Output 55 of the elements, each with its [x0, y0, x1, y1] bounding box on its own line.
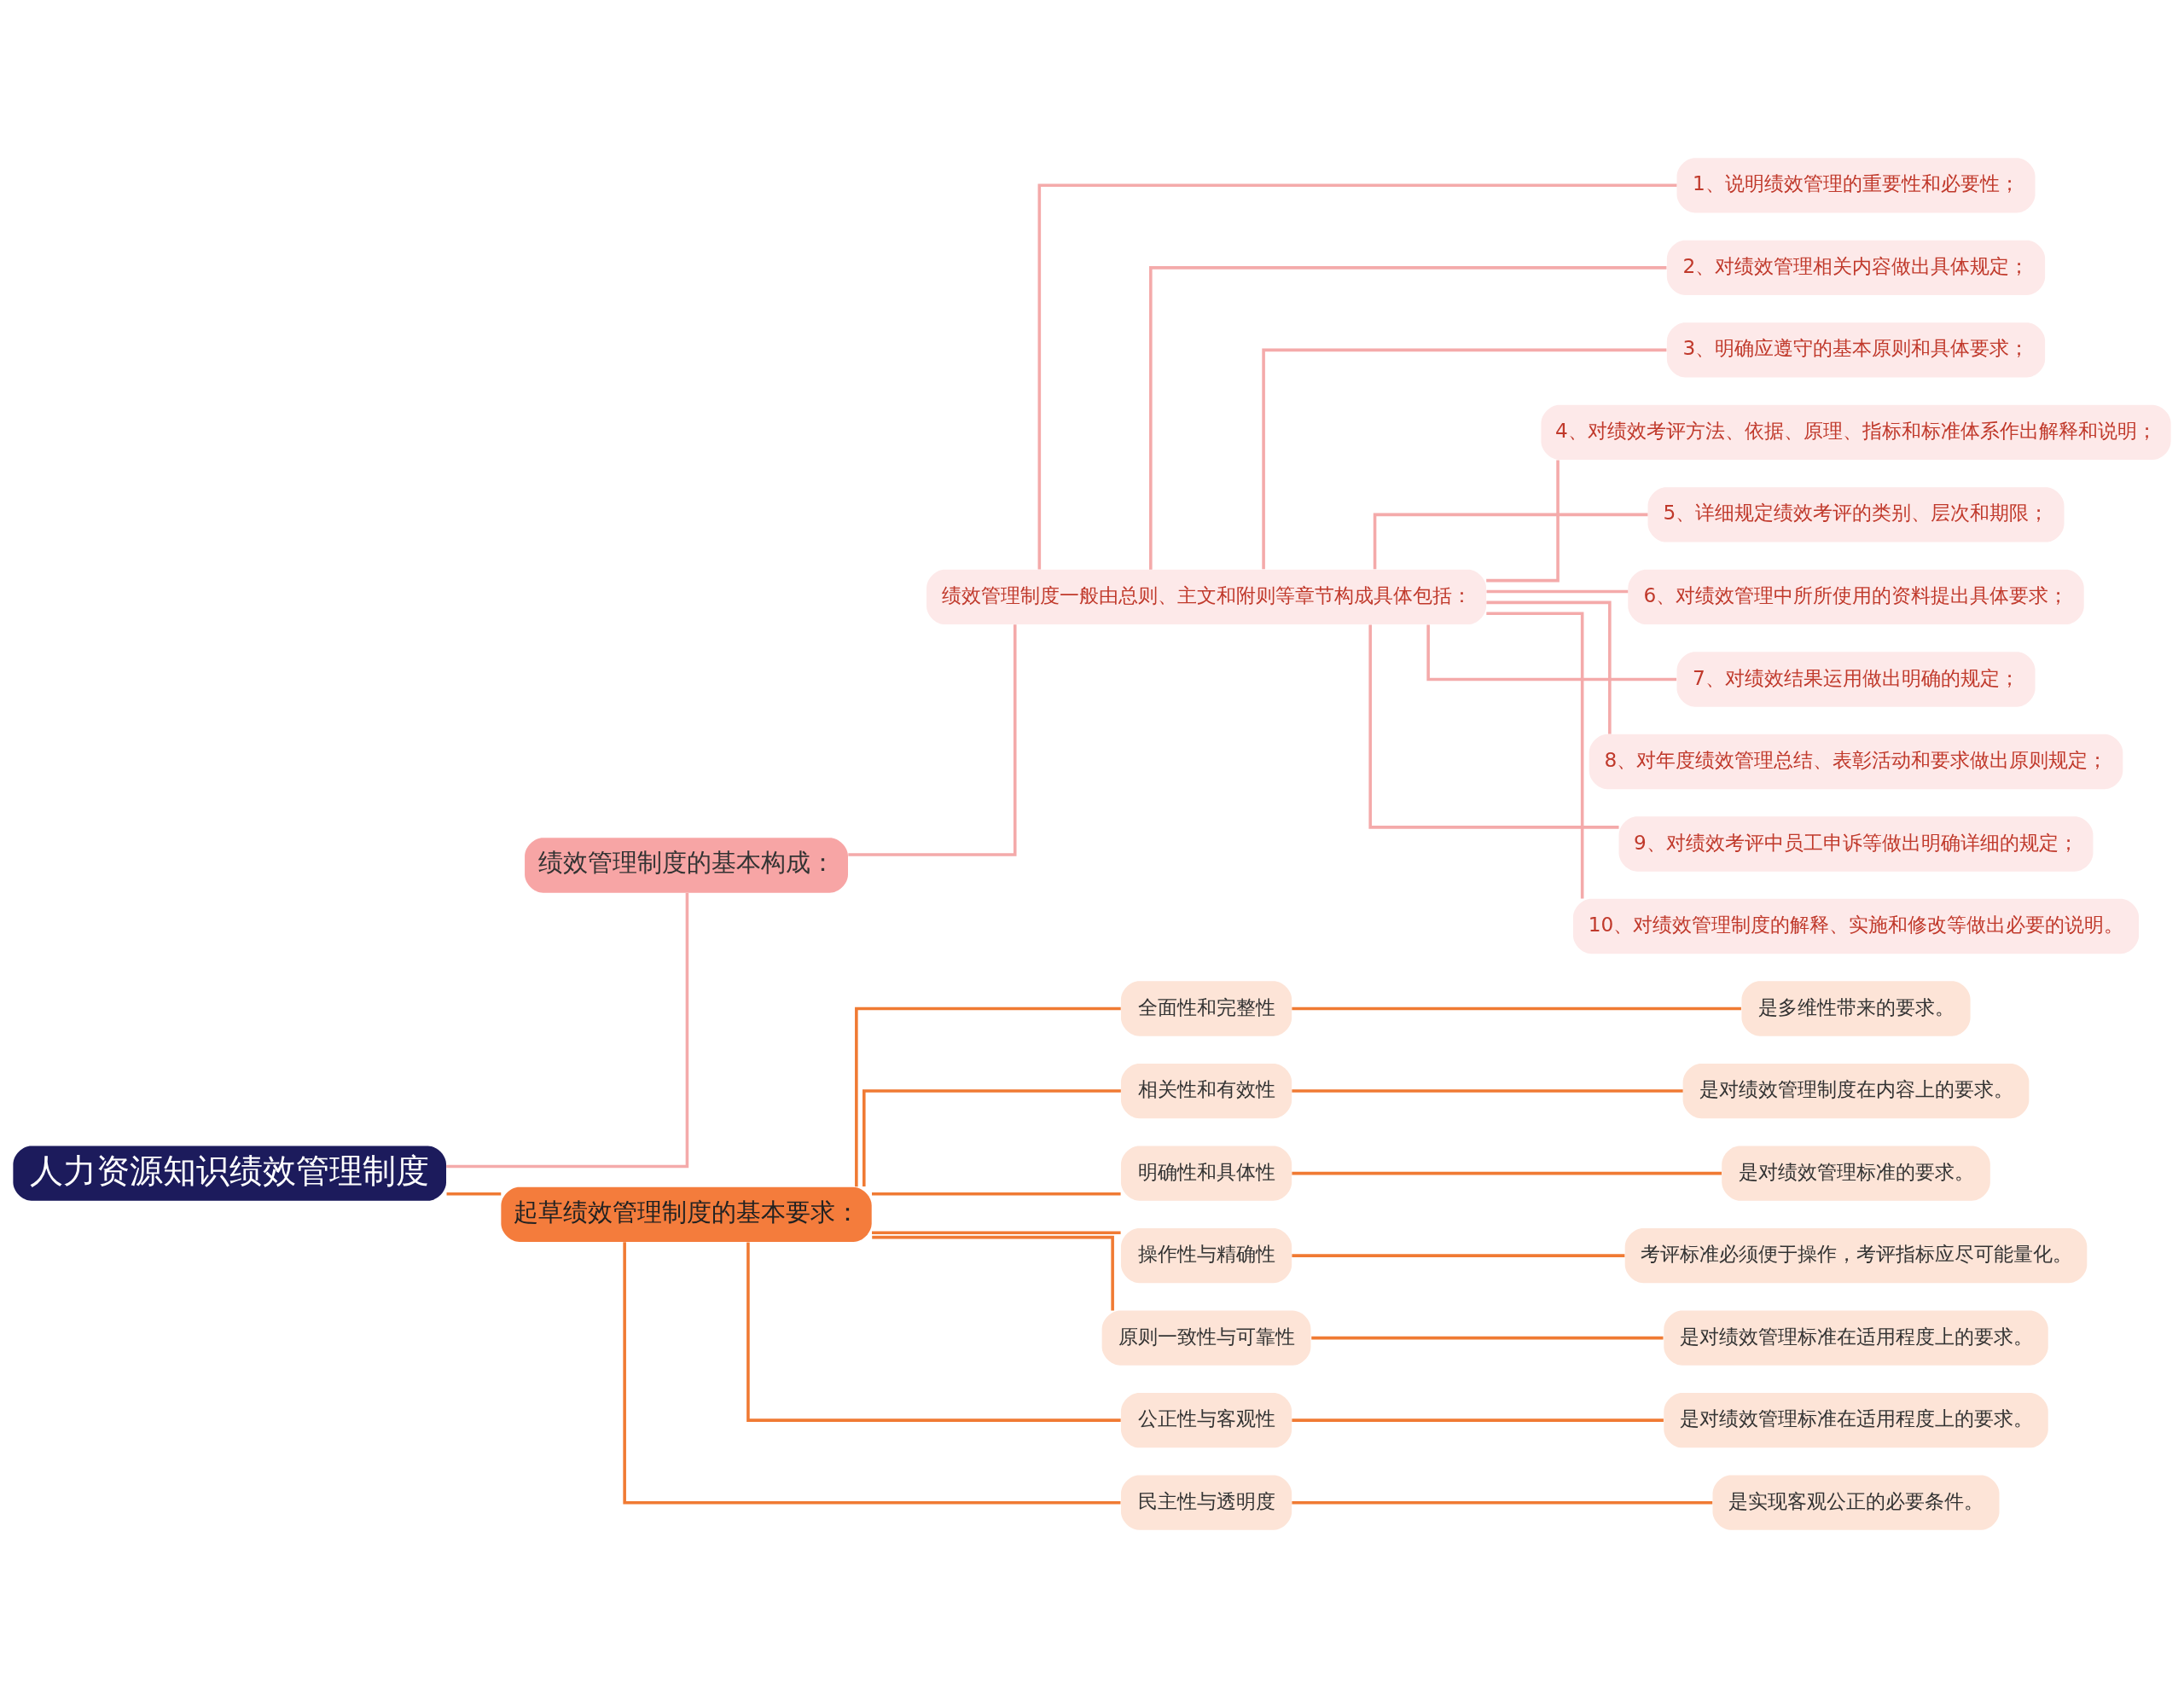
connector: [848, 624, 1017, 856]
node-box: 3、明确应遵守的基本原则和具体要求；: [1666, 322, 2046, 378]
connector: [1292, 1254, 1625, 1257]
node-box: 是对绩效管理标准的要求。: [1722, 1146, 1990, 1201]
node-box: 是对绩效管理标准在适用程度上的要求。: [1664, 1393, 2048, 1448]
node-box: 绩效管理制度的基本构成：: [525, 838, 848, 893]
node-box: 全面性和完整性: [1120, 981, 1292, 1036]
connector: [1311, 1336, 1664, 1340]
connector: [1292, 1089, 1683, 1093]
node-box: 是对绩效管理标准在适用程度上的要求。: [1664, 1310, 2048, 1366]
connector: [1486, 589, 1629, 594]
connector: [863, 1089, 1121, 1186]
node-box: 是多维性带来的要求。: [1741, 981, 1971, 1036]
connector: [872, 1231, 1121, 1235]
connector: [1368, 624, 1619, 829]
node-box: 5、详细规定绩效考评的类别、层次和期限；: [1647, 487, 2065, 542]
connector: [1149, 266, 1667, 570]
node-box: 起草绩效管理制度的基本要求：: [501, 1186, 872, 1242]
connector: [446, 1192, 502, 1196]
connector: [1292, 1500, 1713, 1505]
node-box: 6、对绩效管理中所所使用的资料提出具体要求；: [1628, 569, 2084, 625]
node-box: 考评标准必须便于操作，考评指标应尽可能量化。: [1624, 1227, 2088, 1284]
node-box: 4、对绩效考评方法、依据、原理、指标和标准体系作出解释和说明；: [1541, 404, 2171, 461]
connector: [872, 1235, 1114, 1311]
connector: [1292, 1171, 1722, 1175]
node-box: 公正性与客观性: [1120, 1393, 1292, 1448]
connector: [855, 1006, 1121, 1187]
node-box: 相关性和有效性: [1120, 1063, 1292, 1119]
connector: [1037, 183, 1677, 570]
node-box: 是实现客观公正的必要条件。: [1712, 1475, 2000, 1530]
connector: [1373, 513, 1648, 570]
node-box: 8、对年度绩效管理总结、表彰活动和要求做出原则规定；: [1589, 734, 2123, 790]
connector: [623, 1242, 1121, 1505]
node-box: 原则一致性与可靠性: [1101, 1310, 1311, 1366]
connector: [746, 1242, 1121, 1422]
connector: [872, 1192, 1121, 1196]
node-box: 明确性和具体性: [1120, 1146, 1292, 1201]
node-box: 2、对绩效管理相关内容做出具体规定；: [1666, 240, 2046, 295]
connector: [1426, 624, 1677, 682]
connector: [1262, 348, 1667, 570]
connector: [1486, 600, 1612, 734]
node-box: 民主性与透明度: [1120, 1475, 1292, 1530]
node-box: 9、对绩效考评中员工申诉等做出明确详细的规定；: [1618, 816, 2094, 872]
node-box: 操作性与精确性: [1120, 1227, 1292, 1284]
connector: [1486, 460, 1560, 583]
connector: [1292, 1006, 1741, 1011]
node-box: 1、说明绩效管理的重要性和必要性；: [1676, 158, 2036, 213]
connector: [1486, 612, 1584, 899]
connector: [1292, 1418, 1664, 1422]
node-box: 绩效管理制度一般由总则、主文和附则等章节构成具体包括：: [926, 569, 1487, 625]
node-box: 人力资源知识绩效管理制度: [13, 1146, 446, 1201]
node-box: 是对绩效管理制度在内容上的要求。: [1682, 1063, 2030, 1119]
node-box: 7、对绩效结果运用做出明确的规定；: [1676, 652, 2036, 707]
connector: [446, 893, 689, 1169]
node-box: 10、对绩效管理制度的解释、实施和修改等做出必要的说明。: [1572, 898, 2140, 954]
